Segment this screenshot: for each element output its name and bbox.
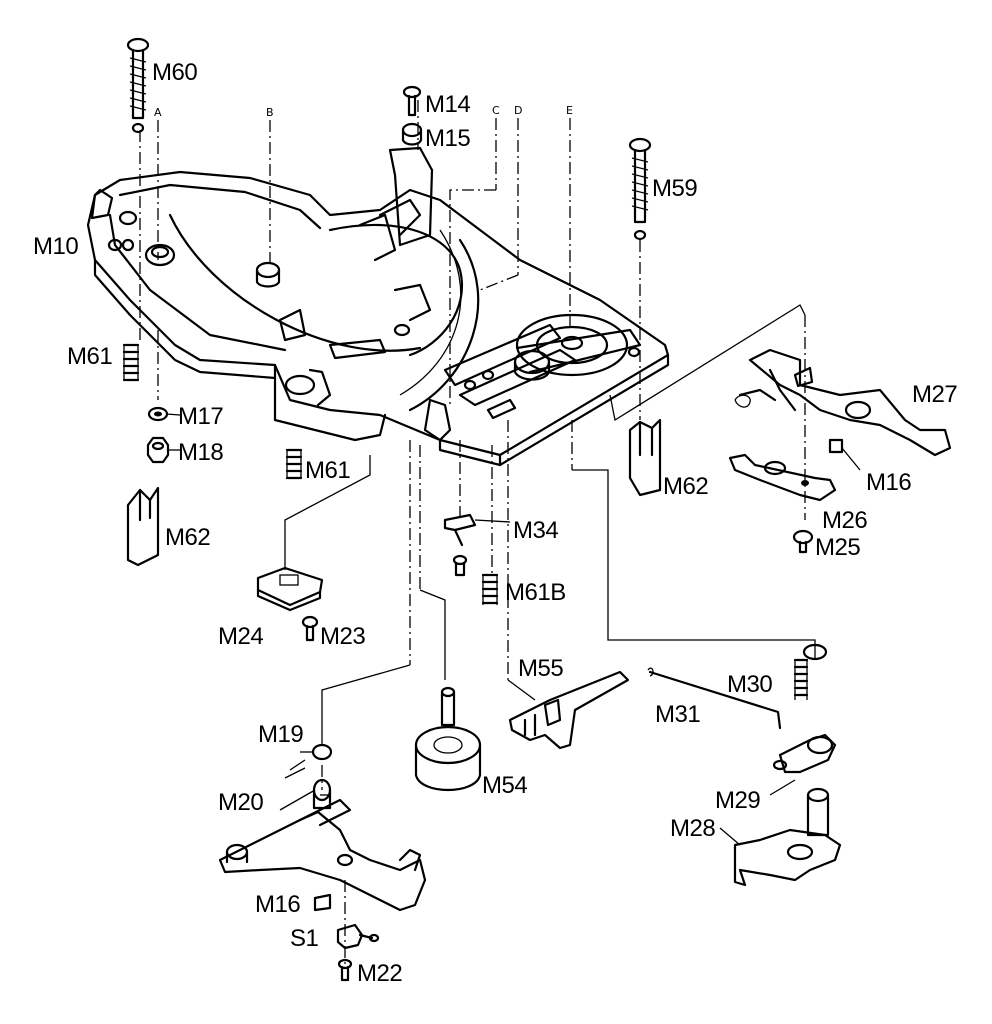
- label-m60: M60: [152, 59, 197, 86]
- label-m28: M28: [670, 815, 715, 842]
- nut-m18: [146, 436, 170, 464]
- base-m28: [733, 787, 842, 887]
- lever-assembly-m20: [218, 778, 427, 912]
- label-m34: M34: [513, 517, 558, 544]
- label-m27: M27: [912, 381, 957, 408]
- screw-m23: [301, 615, 319, 642]
- motor-m54: [414, 686, 482, 792]
- label-m61-center: M61: [305, 457, 350, 484]
- label-m20: M20: [218, 789, 263, 816]
- label-m10: M10: [33, 233, 78, 260]
- screw-m22: [337, 958, 353, 982]
- screw-m60: [126, 37, 150, 134]
- part-labels: M60 M14 M15 M59 M10 M61 M17 M18 M61 M62 …: [33, 59, 958, 987]
- ref-letter-e: E: [566, 104, 573, 117]
- label-m26: M26: [822, 507, 867, 534]
- label-m18: M18: [178, 439, 223, 466]
- label-m30: M30: [727, 671, 772, 698]
- plate-m26: [728, 453, 837, 502]
- label-m16-bottom: M16: [255, 891, 300, 918]
- label-m22: M22: [357, 960, 402, 987]
- leader-lines: [139, 100, 816, 965]
- label-m61-left: M61: [67, 343, 112, 370]
- label-m15: M15: [425, 125, 470, 152]
- label-m23: M23: [320, 623, 365, 650]
- clip-m19: [284, 743, 333, 779]
- washer-m17: [147, 406, 169, 422]
- reference-letters: A B C D E: [154, 104, 573, 119]
- label-m25: M25: [815, 534, 860, 561]
- screw-m14: [402, 85, 422, 117]
- rod-m31: [647, 667, 782, 730]
- ref-letter-b: B: [266, 106, 274, 119]
- spring-m61b: [481, 573, 499, 605]
- label-m62-left: M62: [165, 524, 210, 551]
- label-m16-right: M16: [866, 469, 911, 496]
- lever-assembly-m27: [734, 348, 952, 457]
- label-m31: M31: [655, 701, 700, 728]
- bracket-m34: [443, 513, 477, 577]
- callout-lines: [165, 413, 861, 846]
- label-m14: M14: [425, 91, 470, 118]
- label-m55: M55: [518, 655, 563, 682]
- label-m62-right: M62: [663, 473, 708, 500]
- screw-m25: [792, 529, 814, 554]
- ref-letter-d: D: [514, 104, 522, 117]
- label-m59: M59: [652, 175, 697, 202]
- label-m61b: M61B: [505, 579, 566, 606]
- label-m19: M19: [258, 721, 303, 748]
- slider-m55: [508, 670, 630, 750]
- main-chassis: [86, 146, 670, 467]
- ref-letter-c: C: [492, 104, 500, 117]
- label-m17: M17: [178, 403, 223, 430]
- clip-m62-left: [126, 486, 160, 567]
- ref-letter-a: A: [154, 106, 162, 119]
- label-m54: M54: [482, 772, 527, 799]
- screw-m59: [628, 137, 652, 241]
- arm-m29: [772, 733, 837, 774]
- board-m24: [256, 566, 324, 612]
- clip-m62-right: [628, 418, 662, 497]
- label-m29: M29: [715, 787, 760, 814]
- spring-m61-left: [122, 343, 140, 382]
- switch-s1: [336, 923, 380, 950]
- spring-m61-center: [285, 448, 303, 480]
- label-m24: M24: [218, 623, 263, 650]
- label-s1: S1: [290, 925, 319, 952]
- spring-m16-bottom: [313, 893, 332, 912]
- washer-m15: [401, 122, 423, 146]
- spring-m16-right: [828, 438, 844, 454]
- spring-m30: [793, 643, 828, 700]
